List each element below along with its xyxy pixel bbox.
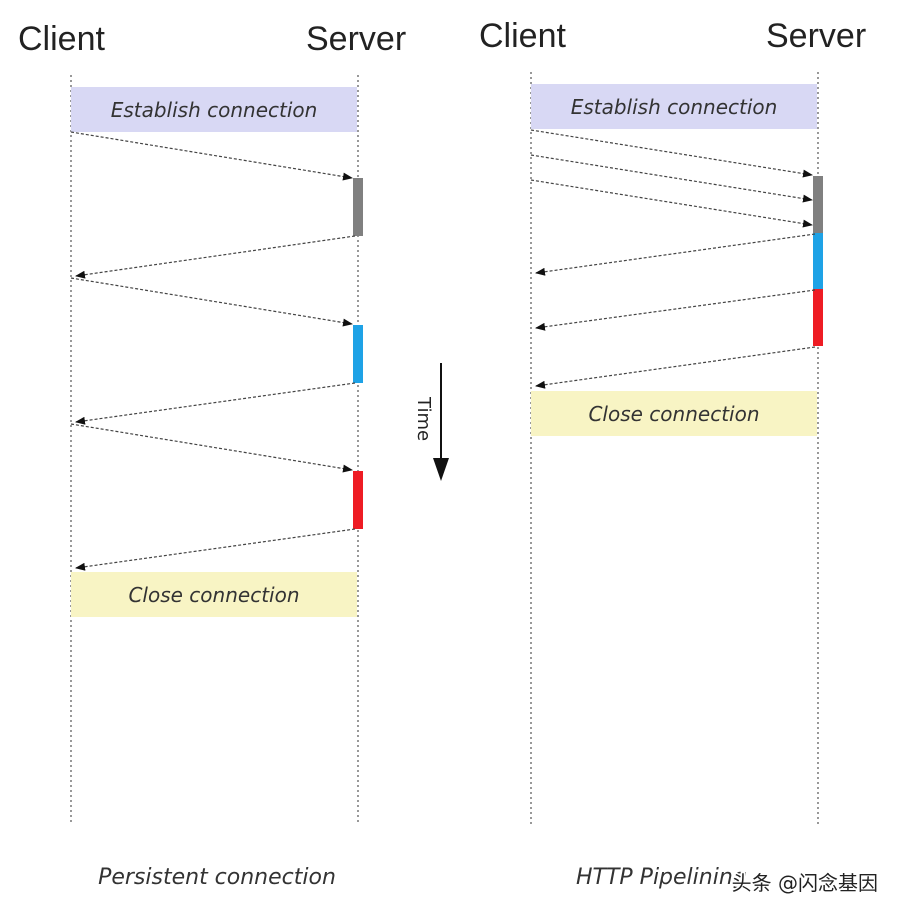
persistent-request-block-gray <box>353 178 363 236</box>
persistent-request-arrow-1 <box>70 131 353 181</box>
persistent-request-block-blue <box>353 325 363 383</box>
persistent-response-arrow-2 <box>75 382 356 425</box>
persistent-close-box <box>71 572 357 617</box>
persistent-request-block-red <box>353 471 363 529</box>
pipelining-request-arrow-2 <box>530 154 813 203</box>
pipelining-server-label: Server <box>766 17 866 55</box>
down-arrow-icon <box>433 458 449 481</box>
persistent-client-label: Client <box>18 20 105 58</box>
pipelining-request-block-red <box>813 289 823 346</box>
pipelining-caption: HTTP Pipelining <box>576 865 747 890</box>
pipelining-panel: Client Server Establish connection Close… <box>479 17 866 890</box>
pipelining-close-label: Close connection <box>588 402 759 426</box>
persistent-establish-label: Establish connection <box>111 98 318 122</box>
pipelining-response-arrow-2 <box>535 289 816 331</box>
time-axis: Time <box>413 363 449 481</box>
persistent-response-arrow-3 <box>75 528 356 571</box>
pipelining-response-arrow-3 <box>535 346 816 389</box>
persistent-server-label: Server <box>306 20 406 58</box>
pipelining-request-block-gray <box>813 176 823 233</box>
persistent-establish-box <box>71 87 357 132</box>
pipelining-response-arrow-1 <box>535 233 816 276</box>
persistent-request-arrow-2 <box>70 277 353 327</box>
pipelining-request-arrow-3 <box>530 179 813 228</box>
watermark: 头条 @闪念基因 <box>732 871 878 895</box>
persistent-close-label: Close connection <box>128 583 299 607</box>
pipelining-request-block-blue <box>813 233 823 289</box>
persistent-request-arrow-3 <box>70 423 353 473</box>
pipelining-request-arrow-1 <box>530 129 813 178</box>
pipelining-close-box <box>531 391 817 436</box>
persistent-connection-panel: Client Server Establish connection Close… <box>18 20 406 890</box>
pipelining-establish-label: Establish connection <box>571 95 778 119</box>
pipelining-client-label: Client <box>479 17 566 55</box>
persistent-caption: Persistent connection <box>98 865 336 890</box>
pipelining-establish-box <box>531 84 817 129</box>
persistent-response-arrow-1 <box>75 235 356 279</box>
time-label: Time <box>413 396 434 441</box>
